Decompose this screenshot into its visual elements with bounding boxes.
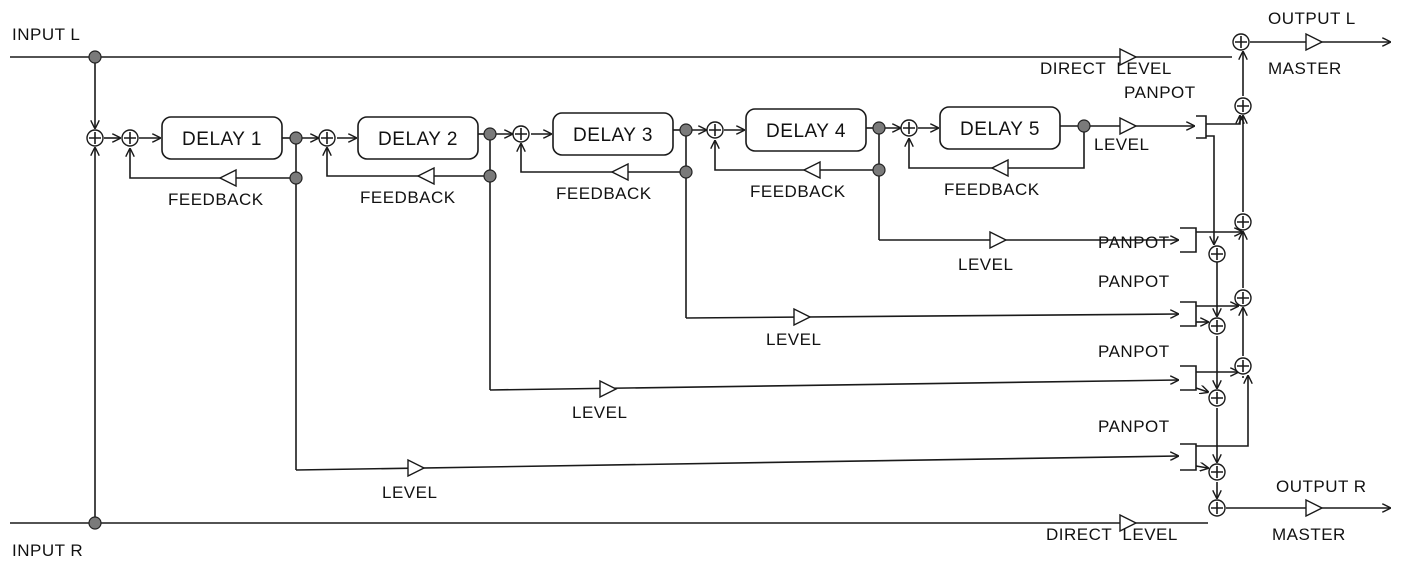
feedback-1-amp-icon — [218, 168, 237, 188]
feedback-5-label: FEEDBACK — [944, 180, 1040, 199]
level-4-label: LEVEL — [958, 255, 1013, 274]
delay-4-box — [745, 108, 867, 152]
master-l-label: MASTER — [1268, 59, 1342, 78]
sum-junction-icon — [1208, 389, 1226, 407]
delay-3-box — [552, 112, 674, 156]
sum-junction-icon — [1234, 289, 1252, 307]
level-5-amp-icon — [1119, 116, 1138, 136]
master-r-label: MASTER — [1272, 525, 1346, 544]
feedback-4-amp-icon — [802, 160, 821, 180]
sum-junction-icon — [512, 125, 530, 143]
feedback-3-amp-icon — [610, 162, 629, 182]
delay-1-label: DELAY 1 — [182, 129, 262, 150]
direct-level-l-label: DIRECT LEVEL — [1040, 59, 1172, 78]
level-4-amp-icon — [989, 230, 1008, 250]
master-l-amp-icon — [1305, 32, 1324, 52]
sum-junction-icon — [1208, 499, 1226, 517]
panpot-4-block — [1180, 227, 1197, 253]
level-3-amp-icon — [793, 307, 812, 327]
delay-5-box — [939, 106, 1061, 150]
branch-node — [88, 50, 102, 64]
delay-5-label: DELAY 5 — [960, 119, 1040, 140]
feedback-2-amp-icon — [416, 166, 435, 186]
panpot-1-label: PANPOT — [1098, 417, 1170, 436]
branch-node — [88, 516, 102, 530]
output-l-label: OUTPUT L — [1268, 9, 1356, 28]
feedback-4-label: FEEDBACK — [750, 182, 846, 201]
direct-level-r-label: DIRECT LEVEL — [1046, 525, 1178, 544]
level-5-label: LEVEL — [1094, 135, 1149, 154]
panpot-3-block — [1180, 301, 1197, 327]
level-1-label: LEVEL — [382, 483, 437, 502]
sum-junction-icon — [1208, 317, 1226, 335]
sum-junction-icon — [1208, 245, 1226, 263]
feedback-4-path — [715, 141, 879, 171]
branch-node — [289, 131, 303, 145]
level-3-label: LEVEL — [766, 330, 821, 349]
master-r-amp-icon — [1305, 498, 1324, 518]
sum-junction-icon — [900, 119, 918, 137]
branch-node — [679, 165, 693, 179]
sum-junction-icon — [1208, 463, 1226, 481]
branch-node — [483, 169, 497, 183]
tap-1-line — [295, 456, 1178, 471]
tap-3-line — [685, 314, 1178, 319]
feedback-1-label: FEEDBACK — [168, 190, 264, 209]
level-2-label: LEVEL — [572, 403, 627, 422]
branch-node — [872, 121, 886, 135]
branch-node — [289, 171, 303, 185]
input-r-label: INPUT R — [12, 541, 83, 560]
panpot-2-label: PANPOT — [1098, 342, 1170, 361]
branch-node — [483, 127, 497, 141]
sum-junction-icon — [1234, 213, 1252, 231]
branch-node — [872, 163, 886, 177]
sum-junction-icon — [1234, 357, 1252, 375]
feedback-5-amp-icon — [990, 158, 1009, 178]
input-l-label: INPUT L — [12, 25, 80, 44]
panpot-2-block — [1180, 365, 1197, 391]
direct-level-r-amp-icon — [1119, 513, 1138, 533]
tap-2-line — [489, 380, 1178, 391]
feedback-2-path — [327, 148, 490, 177]
delay-2-box — [357, 116, 479, 160]
branch-node — [679, 123, 693, 137]
delay-4-label: DELAY 4 — [766, 121, 846, 142]
level-1-amp-icon — [407, 458, 426, 478]
sum-junction-icon — [318, 129, 336, 147]
panpot-5-to-r — [1206, 135, 1214, 244]
panpot-3-label: PANPOT — [1098, 272, 1170, 291]
sum-junction-icon — [121, 129, 139, 147]
level-2-amp-icon — [599, 379, 618, 399]
panpot-2-to-r — [1195, 388, 1208, 392]
panpot-1-block — [1180, 443, 1197, 471]
delay-3-label: DELAY 3 — [573, 125, 653, 146]
sum-junction-icon — [86, 129, 104, 147]
branch-node — [1077, 119, 1091, 133]
feedback-1-path — [130, 149, 296, 179]
sum-junction-icon — [1234, 97, 1252, 115]
panpot-4-label: PANPOT — [1098, 233, 1170, 252]
panpot-5-block — [1196, 115, 1207, 139]
panpot-5-to-l — [1206, 116, 1240, 125]
output-r-label: OUTPUT R — [1276, 477, 1367, 496]
sum-junction-icon — [706, 121, 724, 139]
delay-2-label: DELAY 2 — [378, 129, 458, 150]
feedback-2-label: FEEDBACK — [360, 188, 456, 207]
panpot-5-label: PANPOT — [1124, 83, 1196, 102]
feedback-3-label: FEEDBACK — [556, 184, 652, 203]
panpot-1-to-l — [1196, 376, 1248, 447]
feedback-3-path — [521, 144, 686, 173]
direct-level-l-amp-icon — [1119, 47, 1138, 67]
panpot-1-to-r — [1195, 466, 1208, 468]
sum-junction-icon — [1232, 33, 1250, 51]
